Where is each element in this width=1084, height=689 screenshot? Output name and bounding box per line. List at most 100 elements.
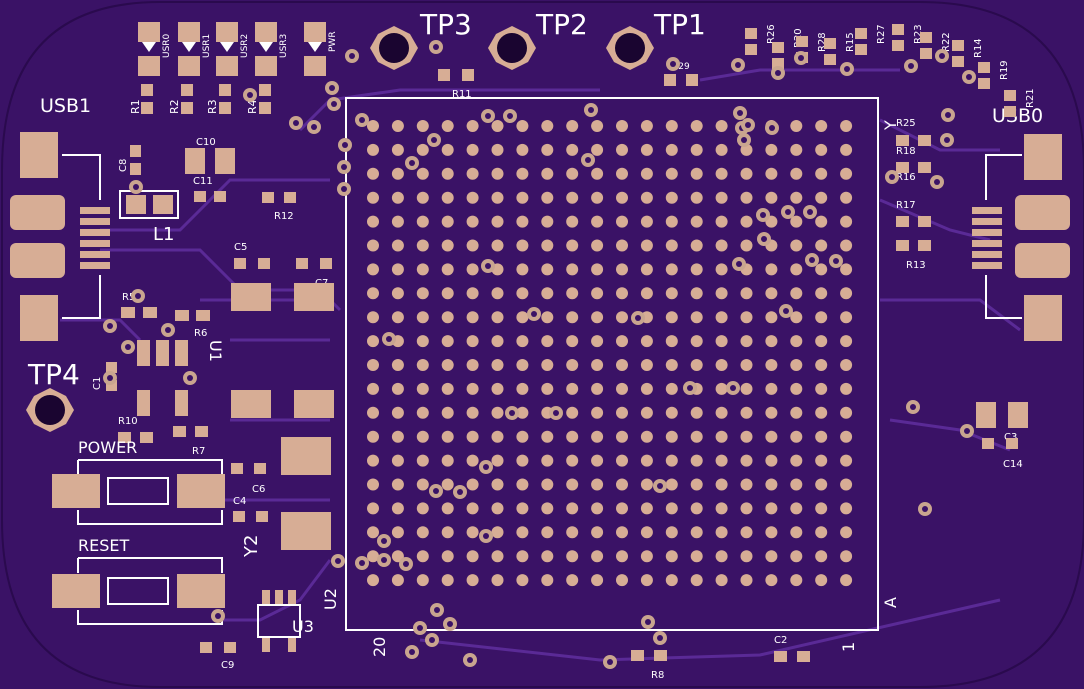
bga-ball	[840, 239, 853, 252]
bga-ball	[715, 526, 728, 539]
via-hole	[730, 385, 736, 391]
bga-ball	[466, 526, 479, 539]
bga-ball	[840, 382, 853, 395]
bga-ball	[416, 287, 429, 300]
bga-ball	[466, 478, 479, 491]
r22-label: R22	[941, 32, 952, 52]
bga-ball	[815, 143, 828, 156]
bga-ball	[790, 335, 803, 348]
via-hole	[341, 186, 347, 192]
bga-ball	[815, 502, 828, 515]
bga-ball	[616, 263, 628, 276]
bga-ball	[715, 454, 728, 467]
bga-ball	[840, 502, 853, 515]
via-hole	[447, 621, 453, 627]
bga-ball	[640, 478, 653, 491]
bga-ball	[715, 335, 728, 348]
r17-label: R17	[896, 200, 916, 211]
bga-ball	[391, 406, 404, 419]
bga-ball	[815, 478, 828, 491]
bga-col-label-end: 20	[370, 637, 389, 657]
bga-ball	[441, 502, 454, 515]
bga-ball	[591, 311, 604, 324]
bga-ball	[665, 478, 678, 491]
reset-button: RESET	[52, 536, 225, 625]
bga-ball	[765, 359, 778, 371]
bga-ball	[616, 143, 628, 156]
power-button-label: POWER	[78, 438, 137, 457]
reset-button-label: RESET	[78, 536, 129, 555]
bga-ball	[491, 215, 504, 228]
bga-ball	[441, 239, 454, 252]
bga-ball	[840, 550, 853, 563]
bga-ball	[541, 550, 554, 563]
bga-ball	[591, 335, 604, 348]
bga-ball	[616, 478, 628, 491]
bga-ball	[616, 167, 628, 180]
led-usr0: USR0	[138, 22, 172, 76]
via-hole	[457, 489, 463, 495]
bga-ball	[566, 478, 579, 491]
bga-ball	[815, 550, 828, 563]
bga-ball	[466, 120, 479, 132]
bga-ball	[790, 239, 803, 252]
tp1-label: TP1	[653, 8, 706, 41]
bga-ball	[491, 287, 504, 300]
bga-ball	[815, 382, 828, 395]
bga-ball	[491, 335, 504, 348]
bga-ball	[416, 191, 429, 204]
bga-ball	[566, 143, 579, 156]
bga-ball	[367, 406, 379, 419]
bga-ball	[441, 335, 454, 348]
via-hole	[934, 179, 940, 185]
bga-ball	[491, 311, 504, 324]
bga-ball	[491, 454, 504, 467]
bga-ball	[815, 215, 828, 228]
bga-ball	[441, 215, 454, 228]
c5-label: C5	[234, 242, 247, 253]
r12-label: R12	[274, 211, 294, 222]
l1-label: L1	[153, 224, 174, 245]
bga-ball	[690, 311, 703, 324]
bga-ball	[367, 335, 379, 348]
r5-label: R5	[122, 292, 135, 303]
bga-ball	[740, 478, 753, 491]
bga-ball	[740, 287, 753, 300]
bga-pad-grid	[367, 120, 853, 587]
bga-ball	[690, 359, 703, 371]
bga-ball	[367, 550, 379, 563]
u3-label: U3	[292, 617, 314, 636]
c4-label: C4	[233, 496, 246, 507]
bga-ball	[566, 263, 579, 276]
bga-ball	[815, 574, 828, 587]
bga-ball	[516, 311, 529, 324]
bga-ball	[740, 382, 753, 395]
via-hole	[331, 101, 337, 107]
bga-ball	[665, 191, 678, 204]
via-hole	[483, 533, 489, 539]
bga-ball	[640, 239, 653, 252]
bga-ball	[491, 143, 504, 156]
bga-ball	[541, 167, 554, 180]
bga-ball	[391, 359, 404, 371]
vias	[103, 40, 976, 669]
bga-ball	[416, 574, 429, 587]
tp4-label: TP4	[27, 358, 80, 391]
via-hole	[910, 404, 916, 410]
c9-label: C9	[221, 660, 234, 671]
bga-ball	[840, 311, 853, 324]
power-button: POWER	[52, 438, 225, 525]
bga-ball	[416, 120, 429, 132]
bga-ball	[815, 359, 828, 371]
bga-ball	[640, 215, 653, 228]
bga-ball	[690, 215, 703, 228]
via-hole	[809, 257, 815, 263]
bga-ball	[815, 311, 828, 324]
bga-ball	[665, 287, 678, 300]
bga-ball	[640, 406, 653, 419]
bga-ball	[491, 191, 504, 204]
bga-ball	[665, 143, 678, 156]
bga-outline	[345, 97, 879, 631]
bga-ball	[815, 406, 828, 419]
r21-label: R21	[1025, 88, 1036, 108]
